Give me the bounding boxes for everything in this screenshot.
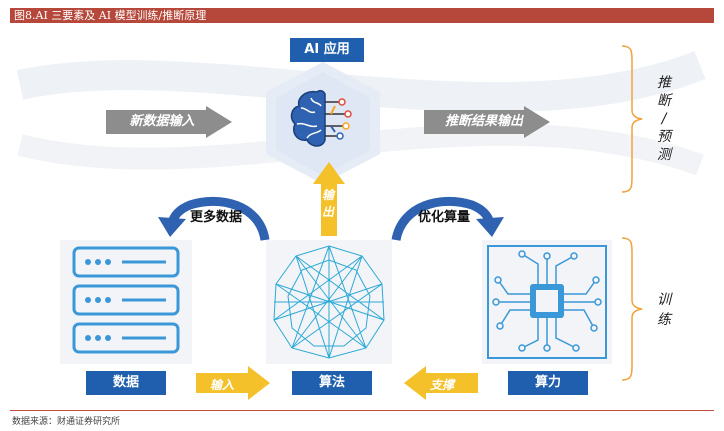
input-arrow-label: 输入	[210, 378, 235, 392]
inference-bracket	[621, 45, 643, 193]
brain-circuit-icon	[290, 89, 352, 147]
network-sphere-icon	[273, 245, 385, 359]
source-note: 数据来源：财通证券研究所	[12, 417, 121, 427]
data-label: 数据	[86, 371, 166, 395]
compute-panel	[482, 240, 612, 364]
side-char: 断	[657, 93, 675, 109]
figure-title: 图8.AI 三要素及 AI 模型训练/推断原理	[10, 8, 714, 23]
compute-label: 算力	[508, 371, 588, 395]
new-data-input-label: 新数据输入	[129, 114, 195, 129]
more-data-curve-arrow	[158, 196, 270, 241]
ai-application-label: AI 应用	[290, 38, 364, 62]
optimize-compute-label: 优化算量	[418, 210, 471, 225]
output-char-1: 输	[322, 188, 335, 202]
training-bracket	[621, 237, 643, 381]
data-panel	[60, 240, 192, 364]
algorithm-label: 算法	[292, 371, 372, 395]
output-up-arrow	[313, 162, 345, 236]
inference-output-arrow	[424, 106, 550, 138]
input-right-arrow	[196, 366, 270, 400]
side-char: 测	[657, 147, 675, 163]
server-stack-icon	[72, 246, 180, 354]
training-text: 训 练	[656, 290, 676, 330]
side-char: 训	[657, 292, 675, 308]
support-arrow-label: 支撑	[430, 378, 455, 392]
optimize-compute-curve-arrow	[391, 196, 504, 242]
side-char: /	[661, 111, 671, 127]
chip-circuit-icon	[487, 245, 607, 359]
inference-prediction-text: 推 断 / 预 测	[656, 74, 676, 164]
side-char: 预	[657, 129, 675, 145]
side-char: 练	[657, 312, 675, 328]
more-data-label: 更多数据	[190, 210, 243, 225]
support-left-arrow	[404, 366, 478, 400]
inference-output-label: 推断结果输出	[444, 114, 523, 129]
algorithm-panel	[266, 240, 392, 364]
new-data-input-arrow	[106, 106, 232, 138]
output-char-2: 出	[322, 205, 335, 219]
side-char: 推	[657, 75, 675, 91]
footer-divider	[10, 410, 714, 411]
